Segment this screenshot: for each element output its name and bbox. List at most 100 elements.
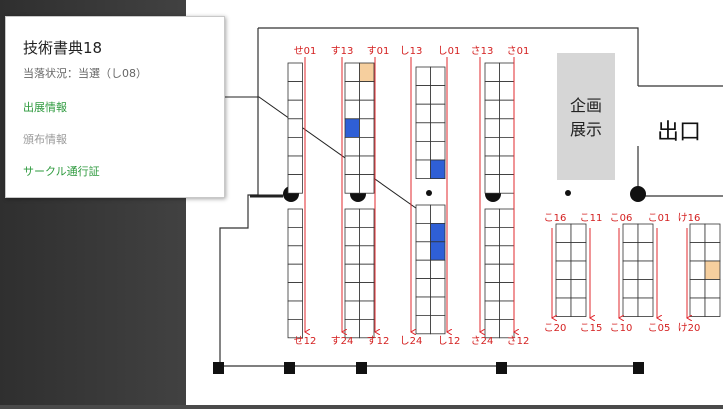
booth-cell	[570, 242, 587, 262]
booth-cell	[287, 81, 303, 101]
booth-cell	[622, 242, 639, 262]
booth-cell	[499, 136, 515, 157]
booth-cell	[484, 226, 500, 247]
booth-cell	[430, 159, 446, 180]
booth-cell	[359, 136, 375, 157]
exhibit-info-link[interactable]: 出展情報	[23, 101, 67, 114]
booth-cell	[430, 140, 446, 161]
booth-cell	[287, 99, 303, 120]
booth-cell	[359, 226, 375, 247]
booth-cell	[499, 263, 515, 284]
booth-cell	[499, 282, 515, 302]
booth-cell	[415, 66, 431, 87]
booth-cell	[415, 85, 431, 105]
booth-cell	[344, 136, 360, 157]
booth-cell	[415, 122, 431, 142]
booth-label: す13	[331, 45, 354, 57]
booth-cell	[484, 136, 500, 157]
event-title: 技術書典18	[23, 39, 103, 57]
booth-label: こ11	[580, 213, 603, 224]
booth-cell	[415, 241, 431, 261]
booth-cell	[555, 297, 572, 317]
booth-cell	[430, 314, 446, 335]
booth-cell	[344, 263, 360, 284]
booth-cell	[689, 297, 706, 317]
booth-cell	[415, 314, 431, 335]
booth-label: こ05	[648, 323, 671, 334]
booth-cell	[344, 62, 360, 83]
booth-cell	[484, 99, 500, 120]
booth-label: こ16	[544, 213, 567, 224]
booth-cell	[359, 62, 375, 83]
booth-cell	[430, 66, 446, 87]
booth-cell	[484, 263, 500, 284]
booth-cell	[415, 278, 431, 298]
booth-label: こ01	[648, 213, 671, 224]
booth-cell	[287, 174, 303, 194]
booth-cell	[287, 136, 303, 157]
booth-cell	[637, 297, 654, 317]
booth-cell	[415, 140, 431, 161]
booth-cell	[484, 245, 500, 265]
booth-cell	[499, 99, 515, 120]
booth-cell	[344, 282, 360, 302]
booth-cell	[344, 174, 360, 194]
booth-cell	[622, 279, 639, 299]
booth-cell	[287, 155, 303, 176]
distribution-info-link[interactable]: 頒布情報	[23, 133, 67, 146]
booth-label: す12	[367, 335, 390, 347]
booth-cell	[637, 223, 654, 243]
booth-label: し24	[400, 335, 423, 347]
booth-cell	[484, 282, 500, 302]
booth-cell	[287, 318, 303, 339]
booth-cell	[622, 223, 639, 243]
booth-cell	[430, 85, 446, 105]
booth-label: さ24	[471, 335, 494, 347]
booth-cell	[344, 245, 360, 265]
aisle-arrows	[305, 57, 687, 332]
booth-cell	[287, 62, 303, 83]
booth-cell	[344, 118, 360, 138]
booth-blocks[interactable]	[287, 62, 721, 339]
booth-cell	[359, 208, 375, 228]
exhibit-label-1: 企画	[570, 96, 602, 115]
exhibit-area[interactable]	[557, 53, 615, 180]
exhibit-label-2: 展示	[570, 120, 602, 139]
booth-cell	[570, 279, 587, 299]
booth-cell	[637, 260, 654, 280]
booth-cell	[499, 81, 515, 101]
booth-label: し13	[400, 45, 423, 57]
booth-cell	[287, 263, 303, 284]
booth-label: さ01	[507, 45, 530, 57]
booth-cell	[344, 81, 360, 101]
booth-cell	[359, 155, 375, 176]
booth-cell	[499, 174, 515, 194]
booth-cell	[704, 223, 721, 243]
booth-cell	[570, 223, 587, 243]
booth-cell	[359, 245, 375, 265]
booth-cell	[484, 300, 500, 320]
booth-cell	[359, 118, 375, 138]
circle-pass-link[interactable]: サークル通行証	[23, 165, 100, 178]
booth-cell	[359, 282, 375, 302]
booth-label: こ20	[544, 323, 567, 334]
booth-cell	[415, 103, 431, 124]
booth-cell	[570, 297, 587, 317]
booth-cell	[287, 208, 303, 228]
booth-cell	[499, 62, 515, 83]
booth-cell	[704, 279, 721, 299]
booth-cell	[622, 260, 639, 280]
booth-cell	[359, 318, 375, 339]
booth-cell	[484, 62, 500, 83]
booth-cell	[415, 259, 431, 280]
booth-cell	[430, 259, 446, 280]
booth-cell	[637, 279, 654, 299]
booth-cell	[344, 155, 360, 176]
booth-cell	[499, 118, 515, 138]
booth-label: こ10	[610, 323, 633, 334]
booth-cell	[287, 282, 303, 302]
booth-cell	[484, 174, 500, 194]
